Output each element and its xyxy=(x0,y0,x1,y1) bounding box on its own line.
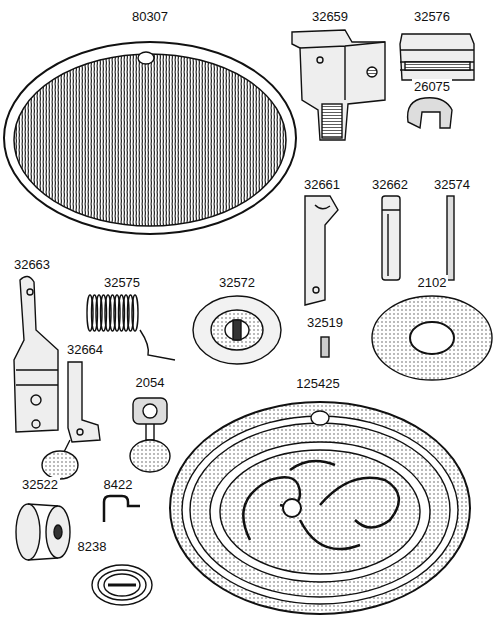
part-number: 26075 xyxy=(412,79,452,94)
part-number: 32575 xyxy=(102,275,142,290)
part-number: 80307 xyxy=(130,9,170,24)
part-number: 32661 xyxy=(302,177,342,192)
part-number: 125425 xyxy=(294,376,341,391)
part-number: 32522 xyxy=(20,477,60,492)
spring-turn xyxy=(132,295,138,331)
part-number: 32574 xyxy=(432,177,472,192)
part-number: 8238 xyxy=(76,539,109,554)
part-number: 2054 xyxy=(134,375,167,390)
part-number: 32664 xyxy=(65,342,105,357)
part-number: 32519 xyxy=(305,315,345,330)
part-number: 32576 xyxy=(412,9,452,24)
part-number: 32663 xyxy=(12,257,52,272)
part-number: 8422 xyxy=(102,477,135,492)
part-number: 32572 xyxy=(217,275,257,290)
part-number: 32662 xyxy=(370,177,410,192)
part-number: 32659 xyxy=(310,9,350,24)
part-number: 2102 xyxy=(416,275,449,290)
